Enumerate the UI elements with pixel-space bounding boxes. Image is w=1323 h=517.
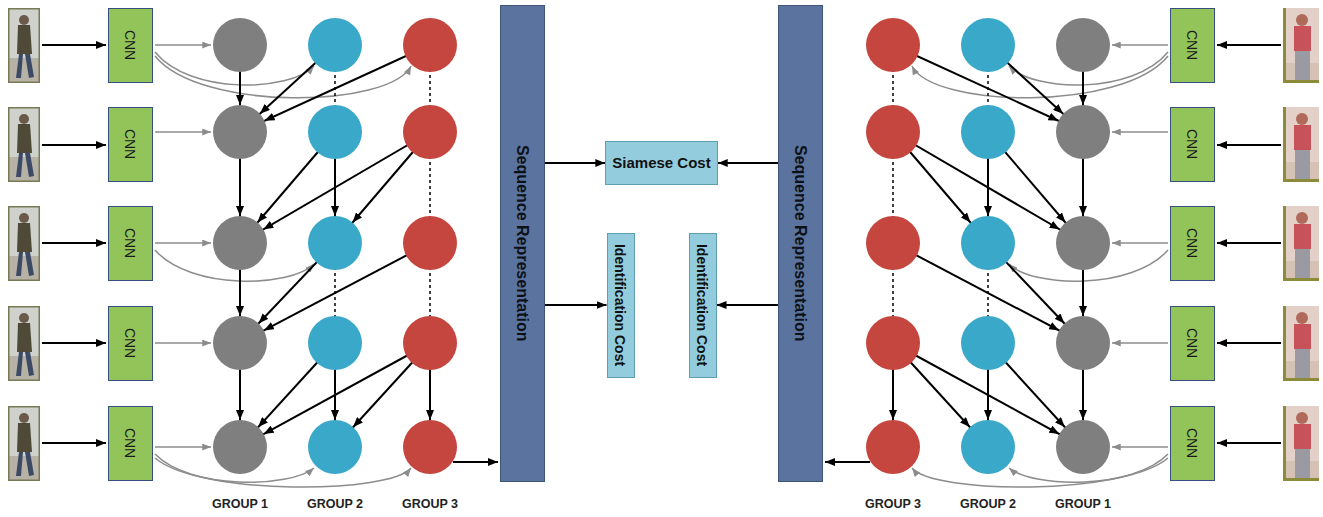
cnn-box: CNN [108,406,153,481]
cnn-label: CNN [1184,30,1200,60]
connector-arrow [545,162,605,164]
cnn-label: CNN [122,30,138,60]
unit-circle [213,105,267,159]
connector-arrow [545,304,607,306]
group-label: GROUP 3 [402,497,458,511]
group-label: GROUP 1 [1055,497,1111,511]
input-arrow [42,242,106,244]
group-label: GROUP 3 [865,497,921,511]
cnn-label: CNN [122,328,138,358]
cnn-label: CNN [122,228,138,258]
cnn-box: CNN [1170,8,1215,83]
band-label: Sequence Representation [791,145,809,342]
cost-box: Siamese Cost [605,141,717,185]
cnn-label: CNN [122,428,138,458]
group-3-units [403,18,457,474]
cnn-box: CNN [108,8,153,83]
pedestrian-image [8,107,40,182]
pedestrian-image [1283,206,1319,281]
group-2-units [308,18,362,474]
right-network [825,18,1281,487]
unit-circle [308,18,362,72]
group-label: GROUP 2 [960,497,1016,511]
pedestrian-image [1283,107,1319,182]
cnn-box: CNN [108,306,153,381]
cnn-box: CNN [1170,306,1215,381]
sequence-band: Sequence Representation [778,5,823,482]
cnn-label: CNN [1184,228,1200,258]
unit-circle [403,18,457,72]
recurrent-arrows [240,45,430,447]
left-network [42,18,498,487]
group-label: GROUP 2 [307,497,363,511]
cost-box: Identification Cost [607,233,635,378]
sequence-band: Sequence Representation [500,5,545,482]
cost-label: Identification Cost [612,244,628,366]
cnn-label: CNN [1184,129,1200,159]
skip-links [335,45,430,343]
unit-circle [213,316,267,370]
pedestrian-image [1283,306,1319,381]
cost-label: Siamese Cost [612,154,710,171]
cnn-box: CNN [1170,206,1215,281]
pedestrian-image [1283,8,1319,83]
unit-circle [308,216,362,270]
pedestrian-image [8,206,40,281]
cnn-box: CNN [108,206,153,281]
feature-arrow [155,446,211,448]
feature-arrow [155,131,211,133]
unit-circle [308,105,362,159]
input-arrows [42,45,106,443]
cnn-box: CNN [1170,406,1215,481]
unit-circle [213,216,267,270]
output-arrow [453,461,498,463]
pedestrian-image [8,8,40,83]
unit-circle [213,420,267,474]
feature-arrow [155,44,211,46]
cost-box: Identification Cost [689,233,717,378]
unit-circle [308,316,362,370]
cnn-label: CNN [1184,328,1200,358]
input-arrow [42,342,106,344]
group-1-units [213,18,267,474]
feature-arrow [155,242,211,244]
cnn-label: CNN [122,129,138,159]
connector-arrow [717,304,779,306]
unit-circle [308,420,362,474]
cnn-box: CNN [108,107,153,182]
cnn-label: CNN [1184,428,1200,458]
feature-arrow [155,342,211,344]
unit-circle [403,105,457,159]
cnn-box: CNN [1170,107,1215,182]
input-arrow [42,442,106,444]
unit-circle [403,316,457,370]
connector-arrow [718,162,778,164]
pedestrian-image [8,406,40,481]
group-label: GROUP 1 [212,497,268,511]
input-arrow [42,44,106,46]
unit-circle [403,216,457,270]
pedestrian-image [1283,406,1319,481]
unit-circle [403,420,457,474]
pedestrian-image [8,306,40,381]
unit-circle [213,18,267,72]
band-label: Sequence Representation [513,145,531,342]
feature-arrow [155,458,411,487]
input-arrow [42,144,106,146]
cost-label: Identification Cost [694,244,710,366]
